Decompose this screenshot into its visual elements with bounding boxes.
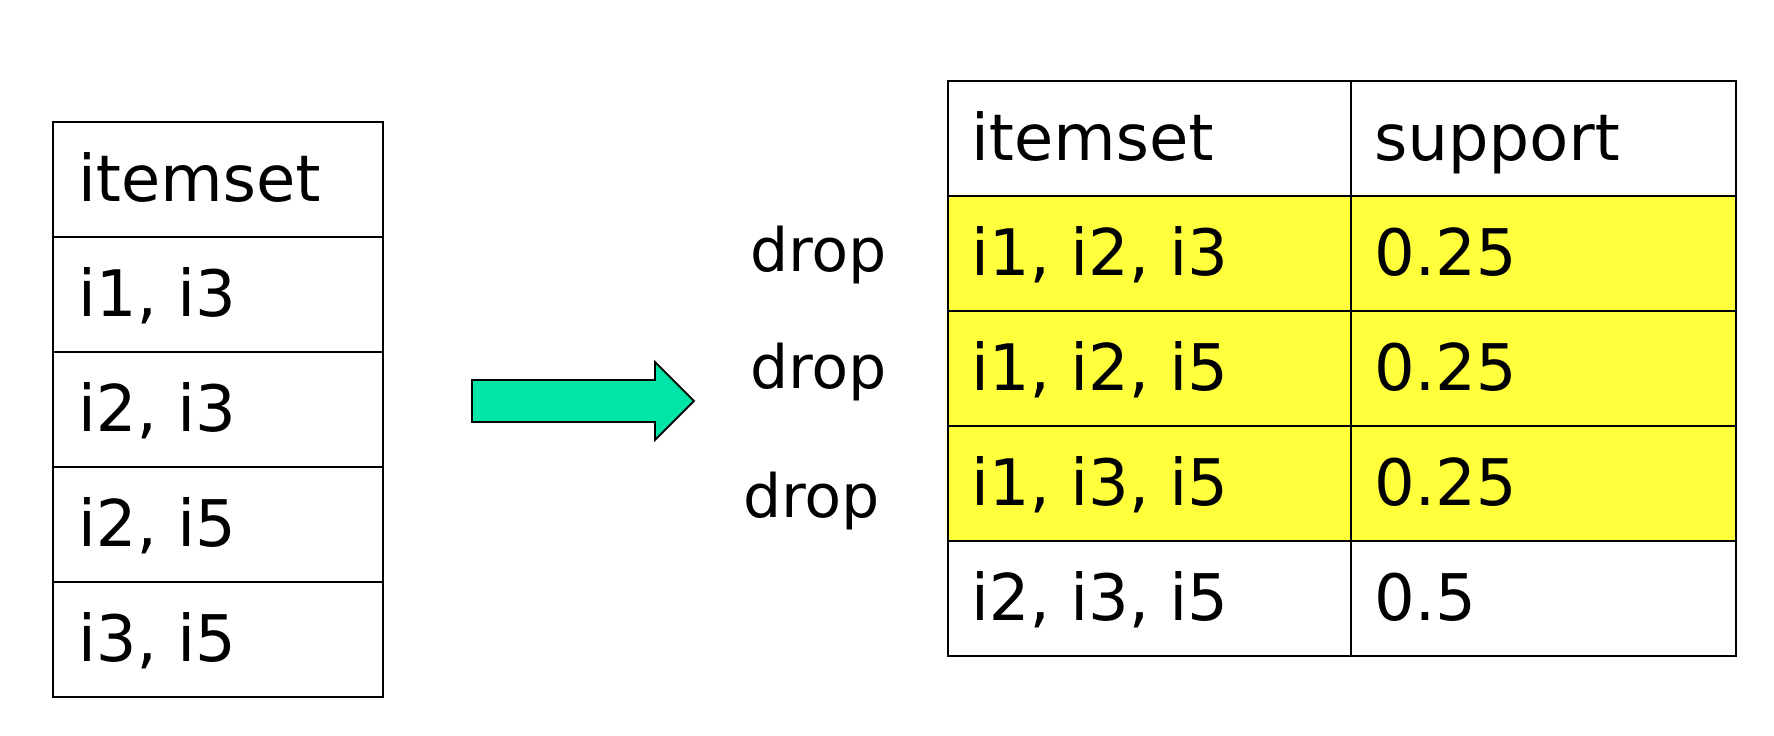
support-cell: 0.25 [1350,425,1737,542]
table-row-dropped: i1, i2, i5 0.25 [947,310,1737,427]
itemset-cell: i2, i3, i5 [947,540,1352,657]
itemset-cell: i1, i2, i5 [947,310,1352,427]
itemset-support-table: itemset support i1, i2, i3 0.25 i1, i2, … [947,80,1737,657]
table-row: i2, i5 [52,466,384,583]
drop-label: drop [750,216,887,286]
itemset-cell: i1, i2, i3 [947,195,1352,312]
itemset-cell: i1, i3, i5 [947,425,1352,542]
support-cell: 0.5 [1350,540,1737,657]
table-row-dropped: i1, i3, i5 0.25 [947,425,1737,542]
itemset-cell: i2, i5 [52,466,384,583]
right-arrow-icon [471,360,696,442]
table-row: i2, i3, i5 0.5 [947,540,1737,657]
support-cell: 0.25 [1350,310,1737,427]
header-itemset: itemset [52,121,384,238]
table-row: i1, i3 [52,236,384,353]
arrow-shape [471,360,696,442]
table-header-row: itemset [52,121,384,238]
header-itemset: itemset [947,80,1352,197]
drop-label: drop [743,462,880,532]
itemset-cell: i2, i3 [52,351,384,468]
itemset-cell: i3, i5 [52,581,384,698]
table-row: i2, i3 [52,351,384,468]
header-support: support [1350,80,1737,197]
table-row-dropped: i1, i2, i3 0.25 [947,195,1737,312]
drop-label: drop [750,333,887,403]
support-cell: 0.25 [1350,195,1737,312]
candidate-itemset-table: itemset i1, i3 i2, i3 i2, i5 i3, i5 [52,121,384,698]
table-header-row: itemset support [947,80,1737,197]
table-row: i3, i5 [52,581,384,698]
itemset-cell: i1, i3 [52,236,384,353]
